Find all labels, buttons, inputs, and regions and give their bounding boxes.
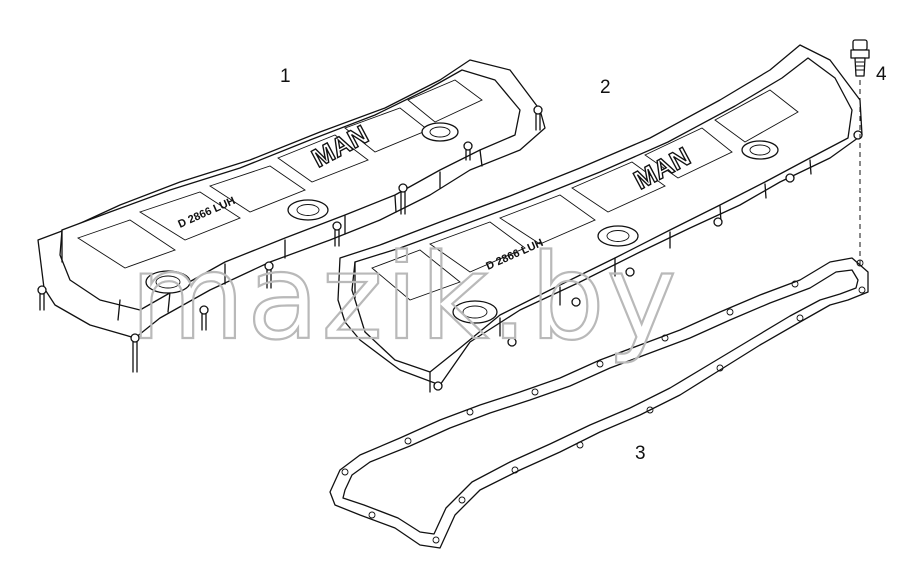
- callout-3: 3: [635, 443, 646, 464]
- watermark-text: mazik.by: [130, 228, 679, 366]
- callout-2: 2: [600, 77, 611, 98]
- bolt-part-4: [850, 39, 870, 268]
- callout-1: 1: [280, 66, 291, 87]
- callout-numbers: 1 2 3 4: [280, 64, 887, 464]
- gasket-part-3: [329, 257, 869, 549]
- valve-cover-part-1: MAN D 2866 LUH: [37, 59, 546, 373]
- valve-cover-part-2: MAN D 2866 LUH: [337, 44, 863, 393]
- callout-4: 4: [876, 64, 887, 85]
